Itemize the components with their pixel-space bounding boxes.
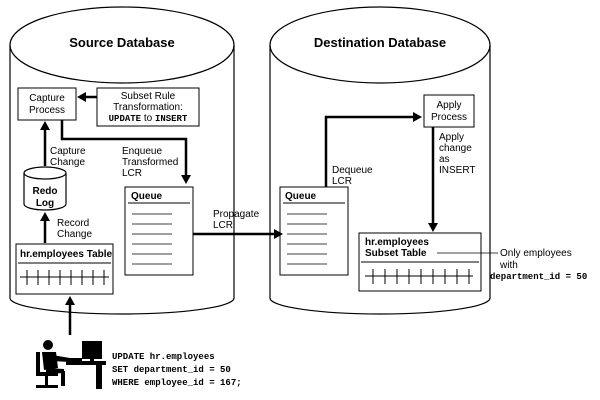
source-database: Source Database [9, 6, 235, 315]
note-line-1: Only employees [500, 248, 572, 259]
arrowhead-enqueue [181, 175, 191, 184]
source-employees-table: hr.employees Table [15, 243, 114, 295]
subset-table-title-1: hr.employees [365, 237, 429, 248]
redo-log: Redo Log [23, 166, 67, 211]
apply-process-box: Apply Process [423, 94, 475, 128]
arrowhead-apply-change [428, 223, 438, 232]
apply-change-label-2: change [439, 143, 472, 154]
source-table-title: hr.employees Table [20, 249, 113, 260]
apply-process-label-1: Apply [436, 100, 461, 111]
destination-queue: Queue [279, 186, 349, 276]
destination-database-cylinder-body [269, 45, 491, 315]
note-line-2: with [499, 260, 518, 271]
source-database-title: Source Database [69, 35, 175, 50]
arrowhead-record-change [40, 212, 50, 221]
subset-rule-line-1: Subset Rule [121, 91, 176, 102]
capture-change-label-2: Change [50, 157, 85, 168]
enqueue-label-1: Enqueue [122, 146, 162, 157]
apply-change-label-4: INSERT [439, 165, 476, 176]
arrowhead-propagate [274, 229, 283, 239]
record-change-label-1: Record [57, 218, 89, 229]
destination-subset-table: hr.employees Subset Table [358, 232, 482, 292]
capture-process-label-2: Process [29, 105, 65, 116]
arrowhead-user-update [65, 296, 75, 305]
apply-change-label-3: as [439, 154, 450, 165]
source-database-cylinder-top [9, 6, 235, 84]
arrow-dequeue [324, 115, 414, 187]
subset-rule-line-3: UPDATE to INSERT [109, 113, 188, 124]
dequeue-label-1: Dequeue [332, 165, 373, 176]
destination-queue-title: Queue [285, 191, 317, 202]
capture-process-box: Capture Process [17, 87, 77, 121]
propagate-label-2: LCR [213, 220, 233, 231]
sql-line-3: WHERE employee_id = 167; [112, 378, 242, 388]
destination-database-cylinder-top [269, 6, 491, 84]
note-line-3: department_id = 50 [490, 272, 587, 282]
sql-line-2: SET department_id = 50 [112, 365, 231, 375]
source-queue-title: Queue [131, 191, 163, 202]
arrowhead-capture-change [40, 121, 50, 130]
sql-line-1: UPDATE hr.employees [112, 352, 215, 362]
capture-process-label-1: Capture [29, 93, 65, 104]
source-queue: Queue [124, 186, 194, 276]
redo-log-label-1: Redo [33, 186, 58, 197]
apply-change-label-1: Apply [439, 132, 464, 143]
user-workstation-icon [36, 340, 106, 389]
enqueue-label-3: LCR [122, 168, 142, 179]
destination-database: Destination Database [269, 6, 491, 315]
dequeue-label-2: LCR [332, 176, 352, 187]
apply-process-label-2: Process [431, 112, 467, 123]
enqueue-label-2: Transformed [122, 157, 178, 168]
arrowhead-rule-to-capture [77, 92, 86, 102]
subset-rule-line-2: Transformation: [113, 102, 183, 113]
propagate-label-1: Propagate [213, 209, 260, 220]
capture-change-label-1: Capture [50, 146, 86, 157]
subset-rule-box: Subset Rule Transformation: UPDATE to IN… [96, 87, 200, 127]
subset-table-title-2: Subset Table [365, 248, 427, 259]
redo-log-label-2: Log [36, 198, 54, 209]
arrowhead-dequeue [413, 112, 422, 122]
destination-database-title: Destination Database [314, 35, 446, 50]
source-database-cylinder-body [9, 45, 235, 315]
record-change-label-2: Change [57, 229, 92, 240]
arrow-enqueue [60, 120, 188, 176]
